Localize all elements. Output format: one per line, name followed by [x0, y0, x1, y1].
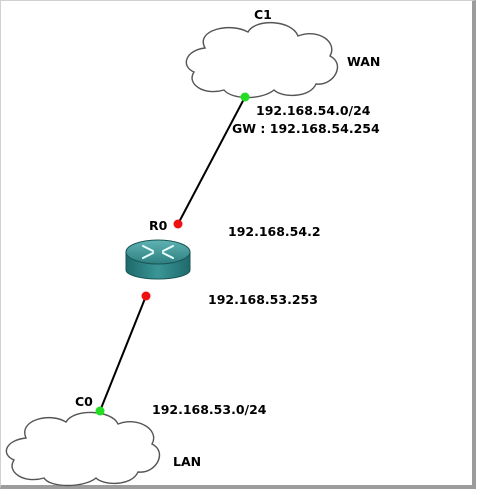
cloud-c0[interactable]: [5, 411, 161, 487]
link-wan-router[interactable]: [177, 96, 246, 225]
lan-network-label: 192.168.53.0/24: [152, 402, 267, 417]
cloud-c1-name: C1: [254, 7, 272, 22]
router-arrows-icon: [142, 245, 174, 259]
link-status-dot-wan: [240, 92, 250, 102]
link-status-dot-r0-lan: [141, 291, 151, 301]
link-status-dot-r0-wan: [173, 219, 183, 229]
cloud-c1-tag: WAN: [347, 54, 380, 69]
wan-network-label: 192.168.54.0/24: [256, 103, 371, 118]
link-router-lan[interactable]: [99, 295, 147, 412]
router-r0-name: R0: [149, 218, 168, 233]
wan-gateway-label: GW : 192.168.54.254: [232, 121, 380, 136]
router-r0[interactable]: [125, 239, 191, 280]
cloud-c1[interactable]: [185, 21, 339, 99]
link-status-dot-lan: [95, 406, 105, 416]
cloud-c0-name: C0: [75, 394, 93, 409]
router-lan-ip-label: 192.168.53.253: [208, 292, 318, 307]
router-wan-ip-label: 192.168.54.2: [228, 224, 321, 239]
image-frame: [0, 0, 476, 489]
cloud-c0-tag: LAN: [173, 454, 201, 469]
